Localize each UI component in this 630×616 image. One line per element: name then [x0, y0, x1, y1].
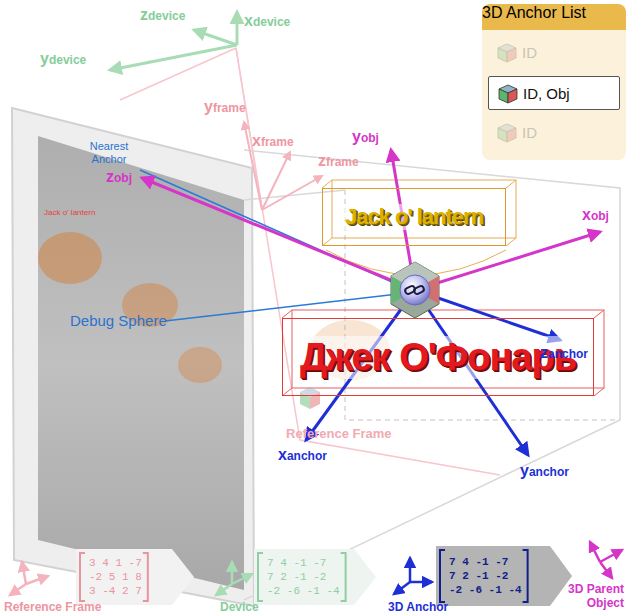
stage-label: Reference Frame: [4, 600, 101, 614]
stage-label: Device: [220, 600, 259, 614]
row-text: ID: [522, 36, 537, 70]
panel-title: 3D Anchor List: [482, 4, 586, 22]
matrix-row: 7 2 -1 -2: [449, 569, 508, 583]
matrix-row: 7 4 -1 -7: [449, 555, 508, 569]
stage-label: 3D Anchor: [388, 600, 448, 614]
object-text: Jack o' lantern: [342, 204, 486, 230]
axis-label: xobj: [582, 206, 609, 225]
row-text: ID, Obj: [523, 77, 570, 111]
matrix-row: 7 4 -1 -7: [267, 556, 326, 570]
text-object-box: Jack o' lantern: [322, 188, 506, 246]
scene-label: Reference Frame: [286, 426, 392, 441]
list-row: ID: [488, 116, 620, 150]
callout-label: Debug Sphere: [70, 312, 167, 329]
axis-label: zanchor: [540, 344, 588, 363]
matrix-arrow: 7 4 -1 -77 2 -1 -2-2 -6 -1 -4: [436, 546, 572, 606]
matrix-arrow: 3 4 1 -7-2 5 1 83 -4 2 7: [76, 549, 194, 605]
matrix-row: 3 -4 2 7: [89, 584, 142, 598]
matrix-arrow: 7 4 -1 -77 2 -1 -2-2 -6 -1 -4: [254, 549, 376, 605]
matrix-row: 7 2 -1 -2: [267, 570, 326, 584]
cube-icon: [497, 83, 519, 105]
callout-label: Nearest Anchor: [78, 140, 140, 166]
matrix-row: -2 5 1 8: [89, 570, 142, 584]
matrix-row: 3 4 1 -7: [89, 556, 142, 570]
axis-label: yanchor: [520, 462, 569, 481]
stage-label: 3D Parent Object: [560, 582, 624, 610]
matrix-row: -2 -6 -1 -4: [449, 583, 522, 597]
axis-label: xframe: [252, 132, 294, 151]
cube-icon: [496, 42, 518, 64]
object-text: Джек О'Фонарь: [297, 336, 579, 379]
list-row: ID: [488, 36, 620, 70]
row-text: ID: [522, 116, 537, 150]
cube-icon: [496, 122, 518, 144]
axis-label: zframe: [318, 152, 359, 171]
axis-label: xanchor: [278, 446, 327, 465]
axis-label: ydevice: [40, 50, 86, 69]
axis-label: xdevice: [244, 12, 290, 31]
axis-label: yobj: [352, 128, 379, 147]
axis-label: yframe: [204, 98, 246, 117]
axis-label: zobj: [106, 168, 132, 187]
screen-text: Jack o' lantern: [44, 208, 95, 217]
axis-label: zdevice: [140, 6, 185, 25]
matrix-row: -2 -6 -1 -4: [267, 584, 340, 598]
anchor-list-panel: 3D Anchor ListIDID, ObjID: [482, 4, 626, 160]
list-row: ID, Obj: [488, 76, 620, 110]
